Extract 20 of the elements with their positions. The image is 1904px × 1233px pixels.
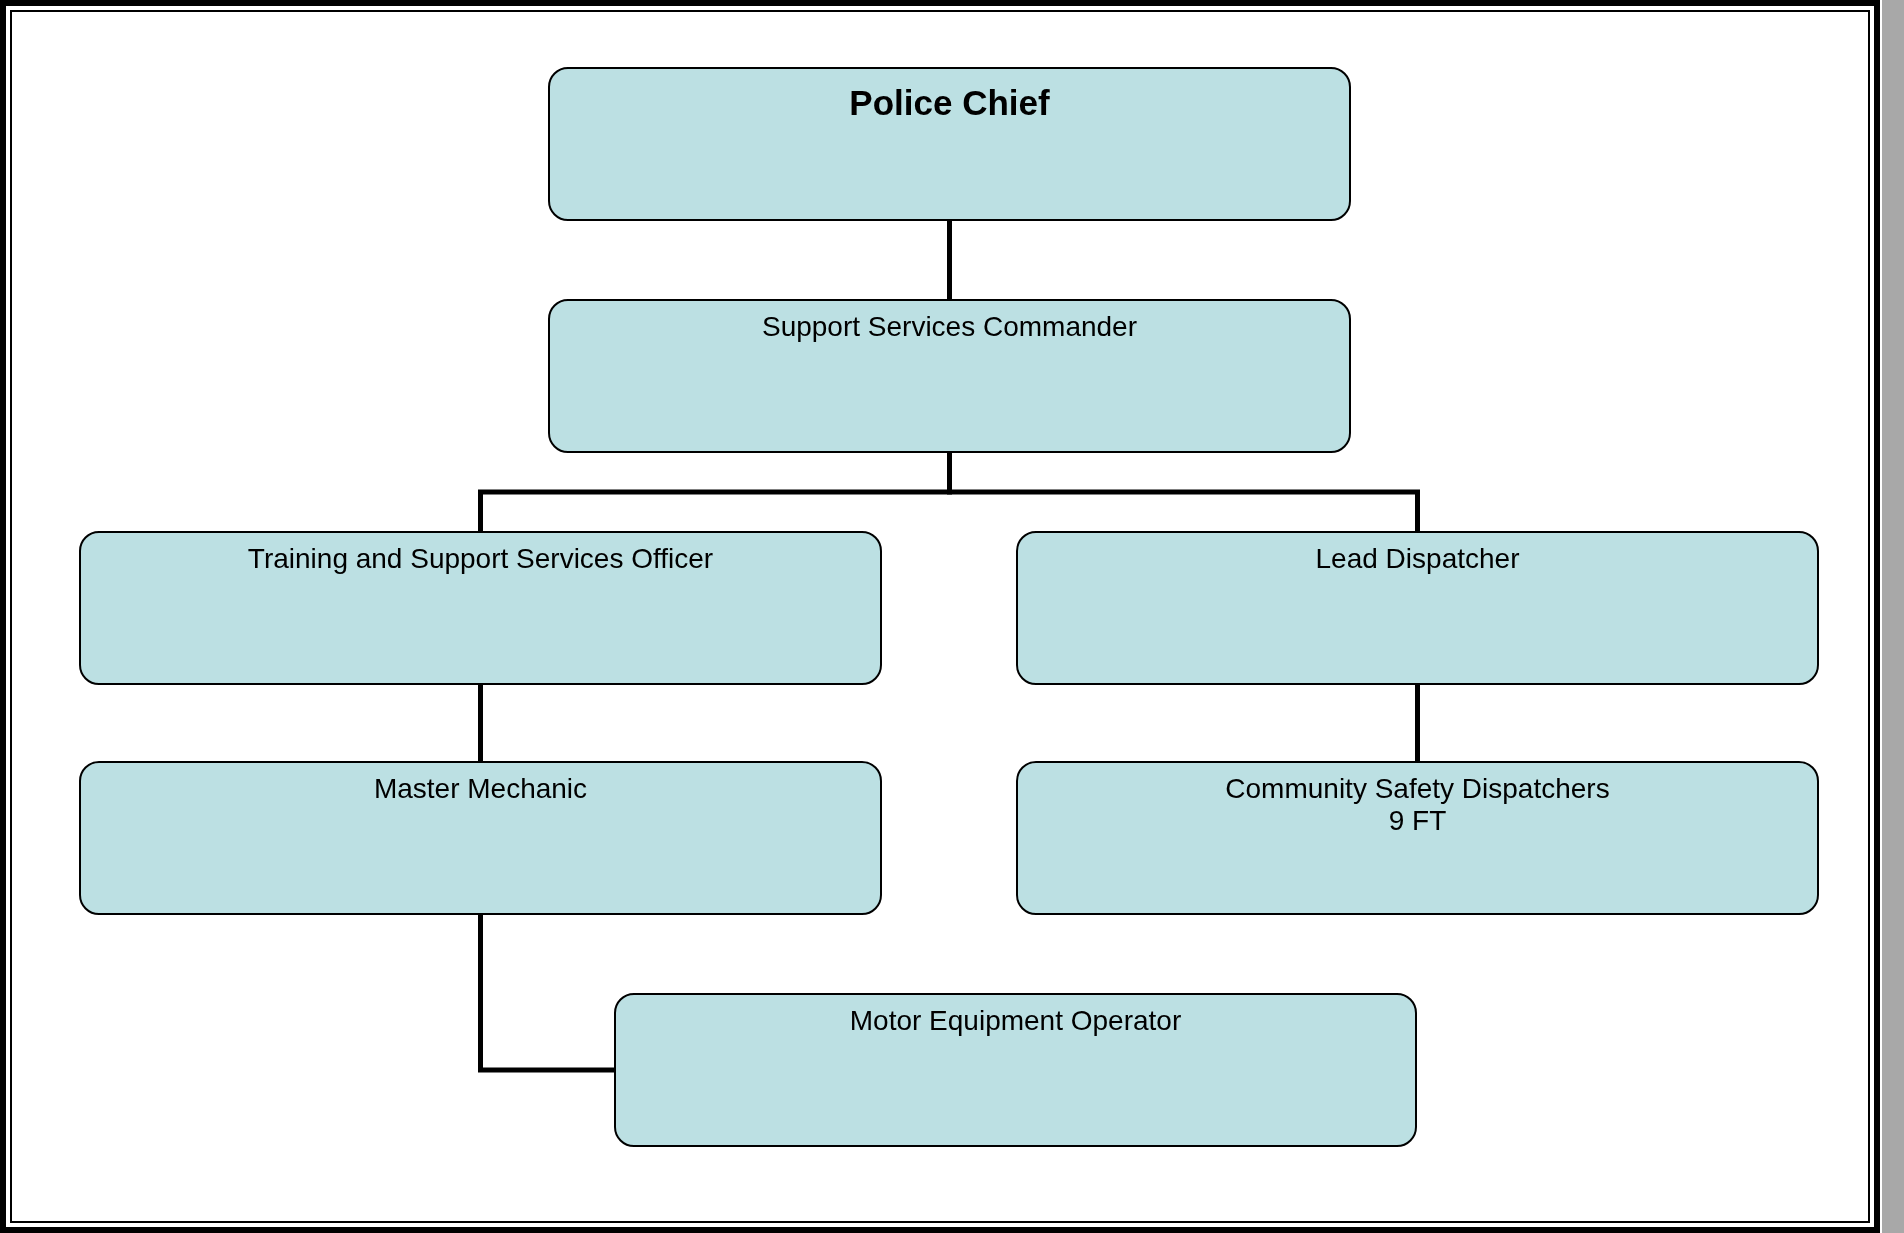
- position-box: [1016, 531, 1819, 685]
- position-title: Support Services Commander: [760, 311, 1138, 343]
- position-box: [614, 993, 1417, 1147]
- position-title: Lead Dispatcher: [1314, 543, 1521, 575]
- position-title: Motor Equipment Operator: [848, 1005, 1183, 1037]
- position-box: [79, 761, 882, 915]
- position-title: Police Chief: [848, 82, 1051, 123]
- position-title: 9 FT: [1387, 805, 1448, 837]
- connector-line: [478, 915, 614, 1073]
- position-box: [79, 531, 882, 685]
- connector-line: [947, 453, 1420, 531]
- position-title: Community Safety Dispatchers: [1224, 773, 1611, 805]
- position-title: Master Mechanic: [372, 773, 589, 805]
- position-box: [548, 299, 1351, 453]
- connector-line: [478, 685, 483, 761]
- connector-line: [1415, 685, 1420, 761]
- connector-line: [947, 221, 952, 299]
- position-box: [548, 67, 1351, 221]
- position-box: [1016, 761, 1819, 915]
- position-title: Training and Support Services Officer: [246, 543, 715, 575]
